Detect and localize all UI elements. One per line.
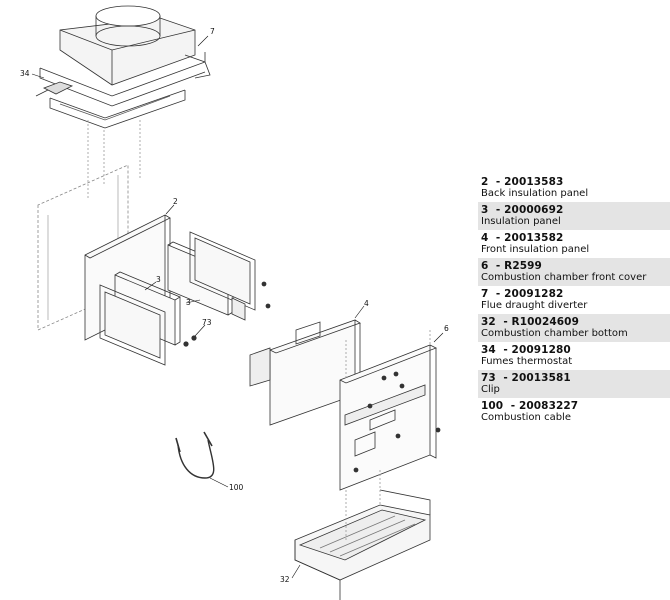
callout-7: 7 xyxy=(210,27,215,36)
parts-list-item: 2 - 20013583 Back insulation panel xyxy=(478,174,670,202)
part-number: 3 xyxy=(481,204,489,216)
callout-100: 100 xyxy=(229,483,244,492)
part-number: 4 xyxy=(481,232,489,244)
callout-34: 34 xyxy=(20,69,30,78)
flue-draught-diverter xyxy=(39,5,211,129)
callout-2: 2 xyxy=(173,197,178,206)
part-number: 100 xyxy=(481,400,504,412)
combustion-chamber-bottom xyxy=(294,470,431,600)
part-code: 20013583 xyxy=(504,176,564,188)
part-description: Combustion cable xyxy=(481,412,571,423)
parts-list-item: 6 - R2599 Combustion chamber front cover xyxy=(478,258,670,286)
callout-4: 4 xyxy=(364,299,369,308)
part-number: 7 xyxy=(481,288,489,300)
parts-list-item: 7 - 20091282 Flue draught diverter xyxy=(478,286,670,314)
part-code: 20083227 xyxy=(518,400,579,412)
part-description: Clip xyxy=(481,384,500,395)
part-description: Combustion chamber front cover xyxy=(481,272,647,283)
part-description: Insulation panel xyxy=(481,216,561,227)
parts-list: 2 - 20013583 Back insulation panel 3 - 2… xyxy=(478,174,670,426)
front-insulation-panel xyxy=(249,319,361,426)
part-number: 6 xyxy=(481,260,489,272)
parts-list-item: 34 - 20091280 Fumes thermostat xyxy=(478,342,670,370)
combustion-chamber-front-cover xyxy=(339,330,437,491)
part-code: R10024609 xyxy=(511,316,579,328)
part-number: 73 xyxy=(481,372,496,384)
callout-6: 6 xyxy=(444,324,449,333)
part-description: Combustion chamber bottom xyxy=(481,328,628,339)
part-code: 20013582 xyxy=(504,232,564,244)
part-description: Fumes thermostat xyxy=(481,356,573,367)
clip xyxy=(183,297,246,347)
parts-list-item: 4 - 20013582 Front insulation panel xyxy=(478,230,670,258)
fumes-thermostat xyxy=(35,81,74,97)
part-description: Flue draught diverter xyxy=(481,300,588,311)
parts-list-item: 3 - 20000692 Insulation panel xyxy=(478,202,670,230)
part-code: R2599 xyxy=(504,260,542,272)
part-code: 20013581 xyxy=(511,372,571,384)
callout-32: 32 xyxy=(280,575,290,584)
part-description: Front insulation panel xyxy=(481,244,590,255)
part-code: 20000692 xyxy=(504,204,564,216)
parts-list-item: 100 - 20083227 Combustion cable xyxy=(478,398,670,426)
exploded-view-diagram: 7 34 2 3 3 73 4 6 100 32 xyxy=(20,5,449,600)
part-number: 34 xyxy=(481,344,496,356)
part-number: 32 xyxy=(481,316,496,328)
parts-list-item: 32 - R10024609 Combustion chamber bottom xyxy=(478,314,670,342)
parts-list-item: 73 - 20013581 Clip xyxy=(478,370,670,398)
part-code: 20091280 xyxy=(511,344,571,356)
part-code: 20091282 xyxy=(504,288,564,300)
callout-3-left: 3 xyxy=(156,275,161,284)
callout-73: 73 xyxy=(202,318,212,327)
part-description: Back insulation panel xyxy=(481,188,589,199)
part-number: 2 xyxy=(481,176,489,188)
callout-3-right: 3 xyxy=(186,298,191,307)
combustion-cable xyxy=(175,431,215,479)
